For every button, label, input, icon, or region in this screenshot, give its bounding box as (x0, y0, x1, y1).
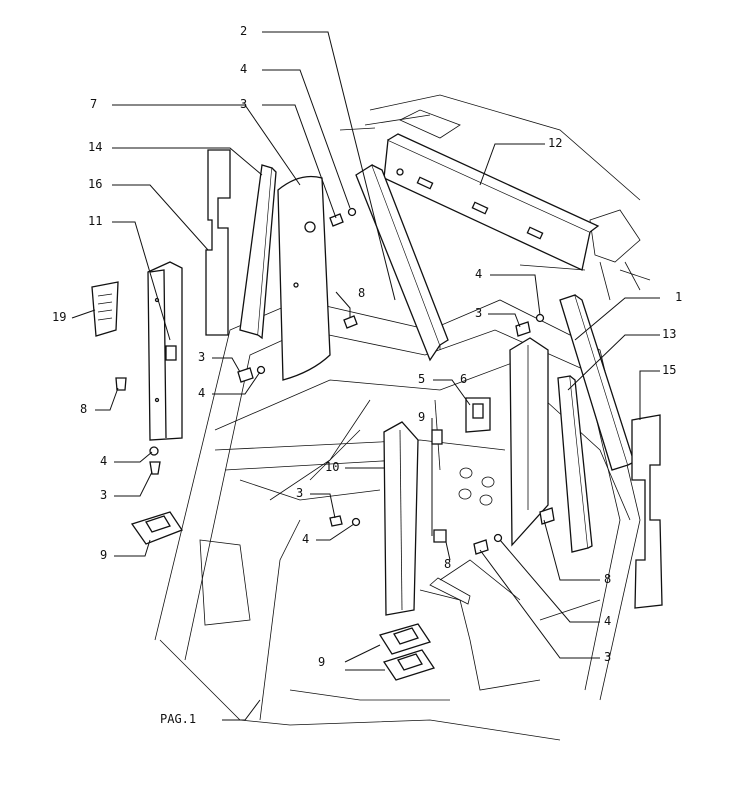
label-4-right: 4 (475, 267, 482, 281)
label-3-left: 3 (198, 350, 205, 364)
right-pillar (509, 337, 549, 547)
label-4-left: 4 (198, 386, 205, 400)
label-9-left: 9 (100, 548, 107, 562)
label-14: 14 (88, 140, 102, 154)
part-15-right-foam (631, 414, 663, 609)
part-12-cross-beam (383, 133, 600, 271)
callout-labels: 2 4 3 7 14 16 11 19 12 1 13 15 4 3 8 3 4… (52, 24, 682, 726)
label-15: 15 (662, 363, 676, 377)
label-2: 2 (240, 24, 247, 38)
page-reference: PAG.1 (160, 712, 196, 726)
label-8-top: 8 (358, 286, 365, 300)
part-6-clip (431, 397, 491, 445)
label-13: 13 (662, 327, 676, 341)
part-2-angled-strip (355, 164, 449, 362)
label-7: 7 (90, 97, 97, 111)
label-3-lower-left: 3 (100, 488, 107, 502)
label-8-left: 8 (80, 402, 87, 416)
leader-lines (71, 31, 660, 721)
label-3-right: 3 (475, 306, 482, 320)
cab-frame (154, 94, 651, 741)
part-19-bracket (91, 281, 119, 337)
label-3-mid: 3 (296, 486, 303, 500)
label-4-mid: 4 (302, 532, 309, 546)
part-9-pads (130, 511, 436, 681)
label-3-top: 3 (240, 97, 247, 111)
label-1: 1 (675, 290, 682, 304)
label-4-top: 4 (240, 62, 247, 76)
part-14-strip (239, 164, 277, 340)
label-19: 19 (52, 310, 66, 324)
label-8-mid: 8 (444, 557, 451, 571)
label-4-lower-right: 4 (604, 614, 611, 628)
part-16-foam-block (205, 149, 231, 336)
part-7-pillar-trim (277, 175, 331, 381)
label-4-lower-left: 4 (100, 454, 107, 468)
label-9-mid: 9 (418, 410, 425, 424)
label-6: 6 (460, 372, 467, 386)
label-11: 11 (88, 214, 102, 228)
part-10-inner-pillar (383, 421, 419, 616)
label-5: 5 (418, 372, 425, 386)
part-13-right-strip (557, 375, 593, 553)
label-9-bottom: 9 (318, 655, 325, 669)
label-10: 10 (325, 460, 339, 474)
part-11-left-pillar (147, 261, 183, 441)
label-12: 12 (548, 136, 562, 150)
label-8-right: 8 (604, 572, 611, 586)
label-3-lower-right: 3 (604, 650, 611, 664)
label-16: 16 (88, 177, 102, 191)
